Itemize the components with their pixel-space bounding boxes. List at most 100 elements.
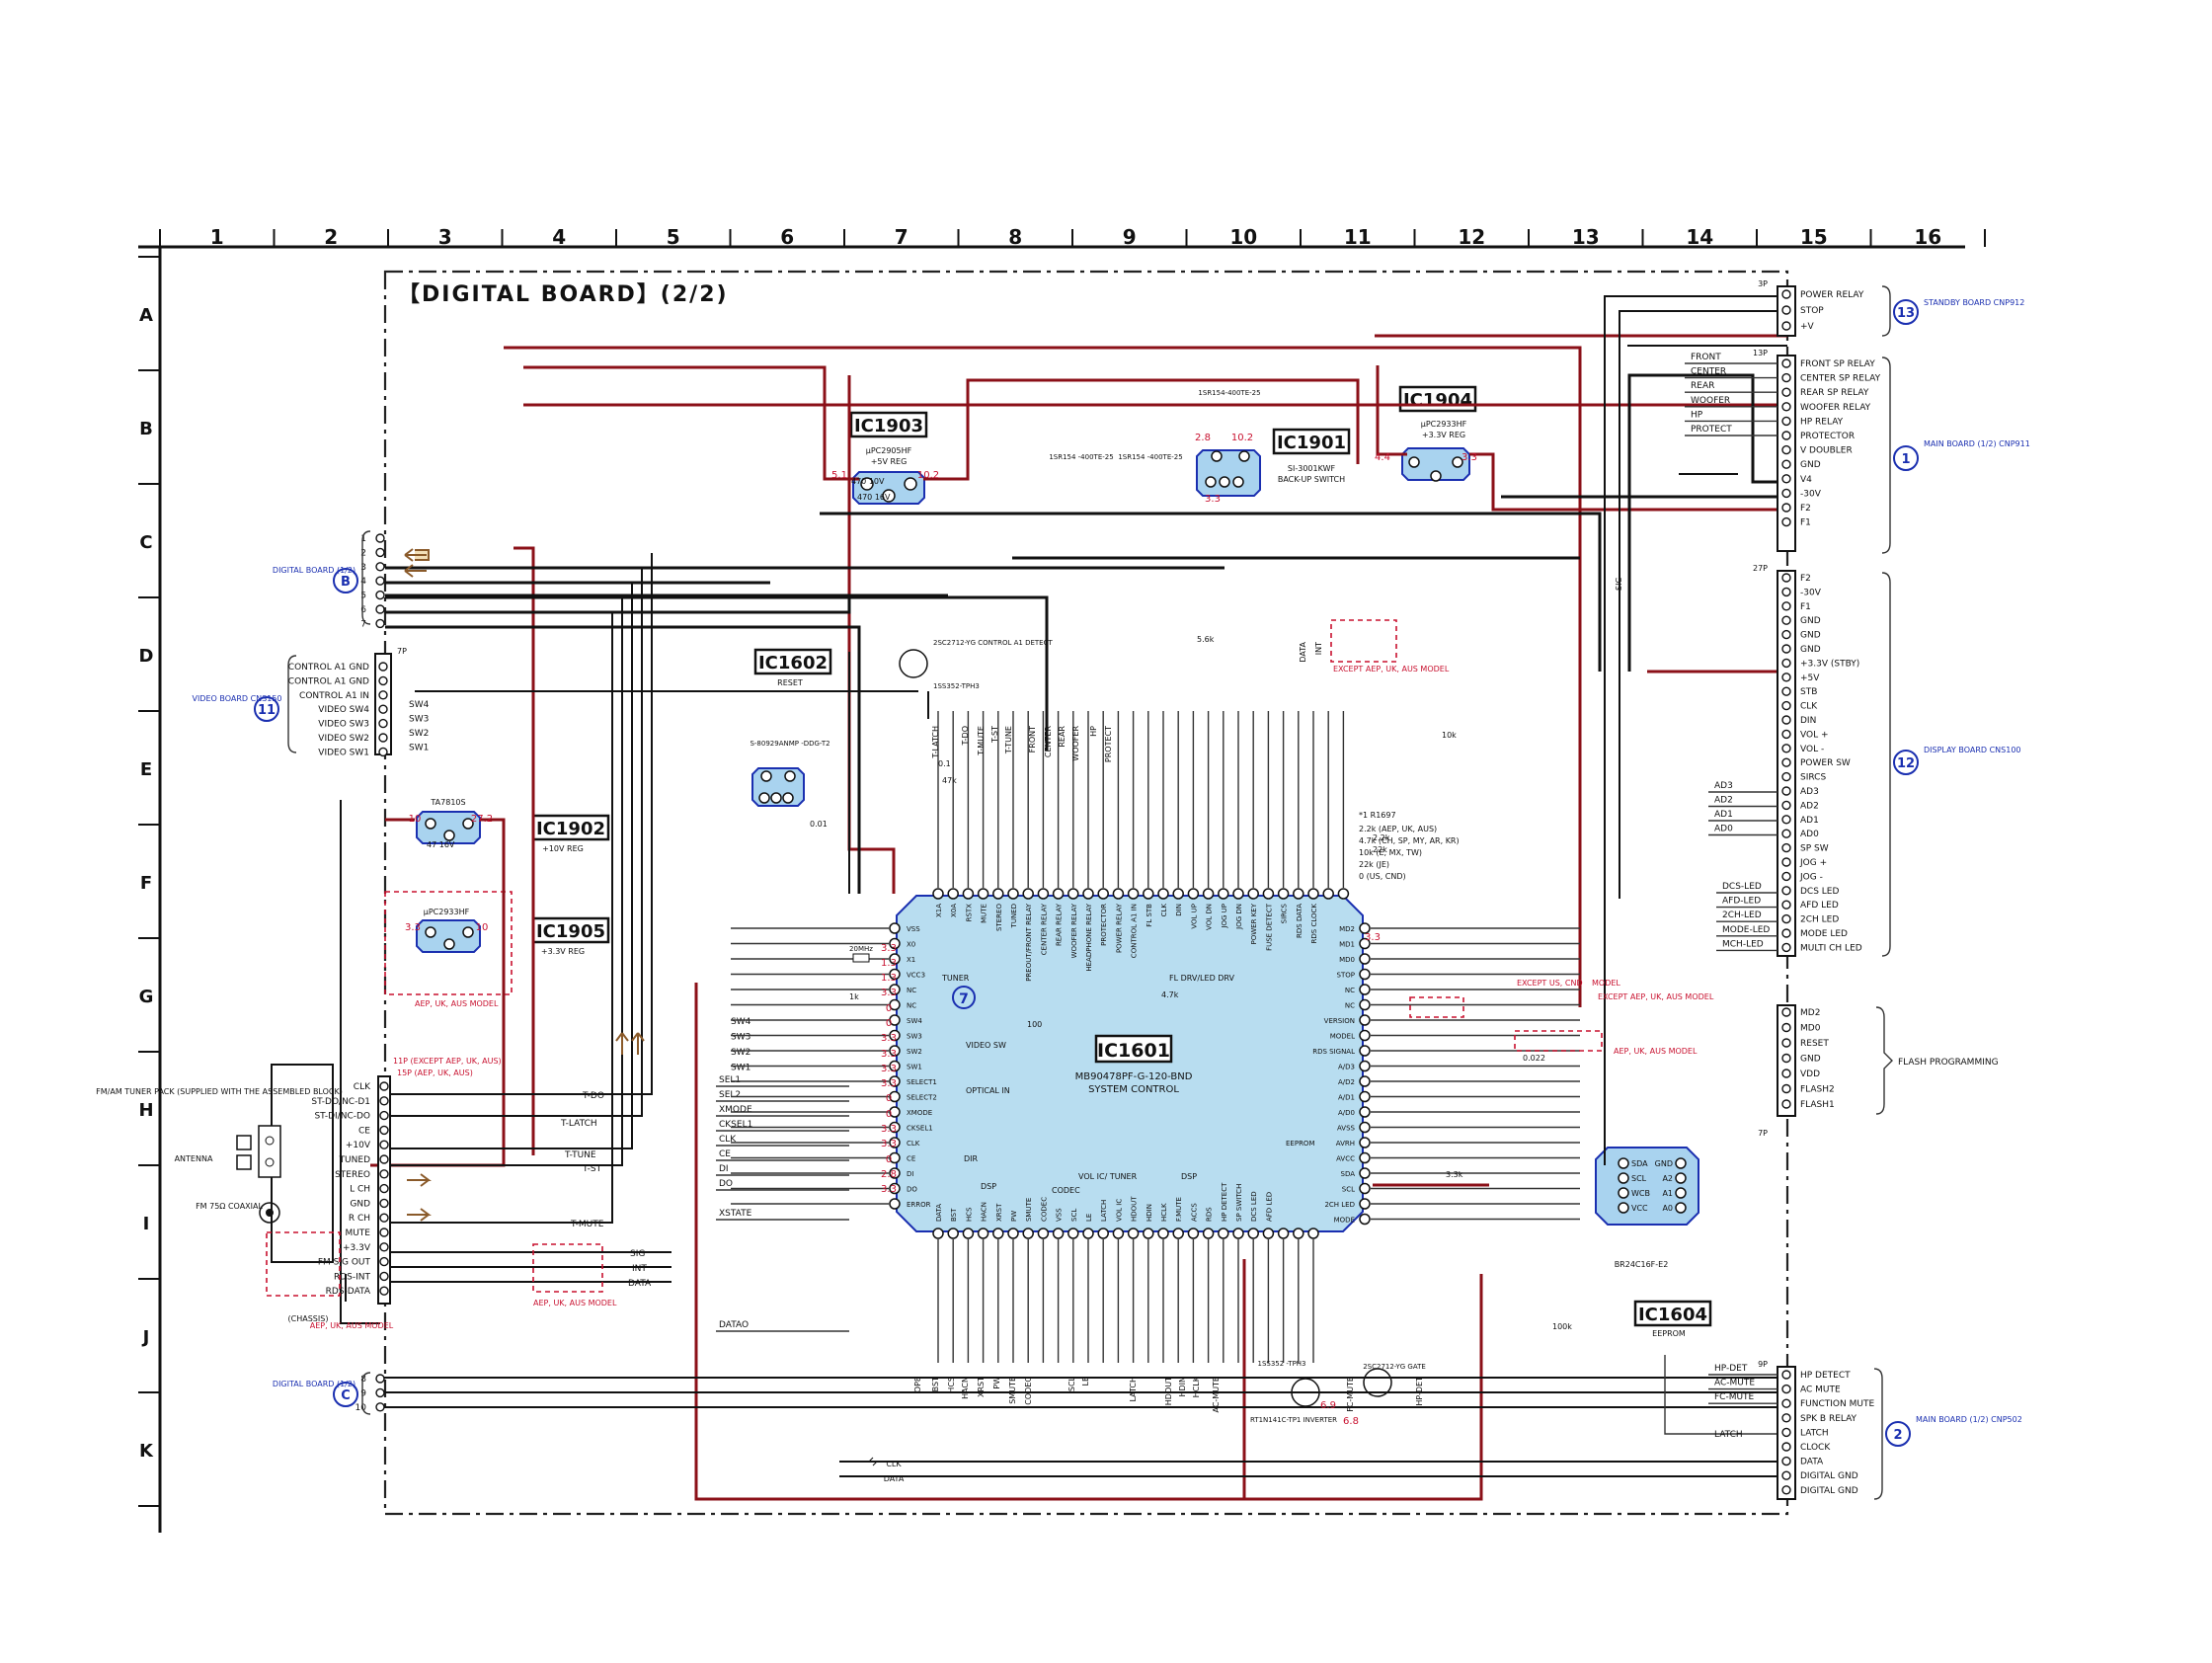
ic1601-pin-bottom: DATA [935,1204,943,1222]
cn-tuner-pin: TUNED [339,1155,371,1165]
cn-main1-pin: F2 [1800,504,1811,514]
ic1601-left-net: XMODE [719,1105,752,1115]
cn-display-pin: +5V [1800,673,1820,683]
ic1601-left-net: DI [719,1164,729,1174]
cn-display-net: AD1 [1714,810,1733,820]
cn-flash-size: 7P [1758,1129,1768,1138]
cn-flash-pin: MD2 [1800,1008,1820,1018]
bottom-net: XRST [977,1377,986,1397]
ic1601-volic-group: VOL IC/ TUNER [1078,1172,1138,1181]
cn-display-pin: MULTI CH LED [1800,943,1862,953]
ic1601-pin-right: AVRH [1336,1140,1355,1148]
voltage-value: 1.3 [881,958,897,969]
ic1901-name: IC1901 [1277,433,1346,453]
cn-tuner-pin: +3.3V [343,1243,371,1253]
cn-display-net: MODE-LED [1722,925,1770,935]
ic1601-pin-bottom: SP SWITCH [1235,1184,1243,1222]
cn-display-net: AD0 [1714,825,1733,834]
ic1601-pin-left: X1 [907,956,915,964]
top-net: T-MUTE [977,726,986,756]
eeprom-pin: VCC [1631,1204,1648,1213]
ic1601-pin-bottom: HDIN [1146,1204,1153,1222]
data-bus: DATA [884,1474,905,1483]
ic1601-pin-left: SW2 [907,1048,922,1056]
voltage-value: 3.3 [881,1124,897,1135]
ic1601-pin-top: DIN [1175,904,1183,916]
column-number: 8 [1008,225,1022,249]
ic1601-pin-right: NC [1345,987,1355,994]
ic1901-part: SI-3001KWF [1288,464,1336,473]
ic1601-pin-bottom: PW [1010,1211,1018,1222]
cn-tuner-pin: ST-DO/NC-D1 [311,1097,370,1107]
bottom-net: SCL [1067,1376,1076,1391]
cn-flash-pin: FLASH1 [1800,1100,1835,1110]
ic1601-pin-top: CONTROL A1 IN [1131,904,1139,958]
cn-main1-label: MAIN BOARD (1/2) CNP911 [1924,439,2030,448]
xtal-label: 20MHz [849,945,873,953]
cn-flash-pin: VDD [1800,1069,1820,1079]
r1697-value: 10k (E, MX, TW) [1359,848,1422,857]
cn-digb-pin: 2 [360,548,366,558]
cn-main1-pin: CENTER SP RELAY [1800,374,1881,384]
top-net: WOOFER [1071,726,1080,761]
ic1602-name: IC1602 [758,653,828,673]
voltage-value: 3.3 [1462,452,1477,463]
cn-main2-pin: AC MUTE [1800,1386,1841,1395]
cn-display-pin: DIN [1800,716,1816,726]
cn-display-pin: AFD LED [1800,901,1839,911]
except-model-note: EXCEPT AEP, UK, AUS MODEL [1333,665,1450,673]
row-letter: C [139,532,152,553]
cn-display-pin: CLK [1800,702,1818,712]
r1697-value: 4.7k (CH, SP, MY, AR, KR) [1359,836,1460,845]
voltage-value: 3.3 [881,988,897,998]
ic1601-pin-top: FUSE DETECT [1265,903,1273,951]
ic1601-pin-left: SW1 [907,1064,922,1071]
top-net: PROTECT [1104,726,1113,762]
row-letter: G [139,987,154,1007]
cn-standby-size: 3P [1758,279,1768,288]
ic1601-pin-left: X0 [907,941,915,949]
ic1601-pin-bottom: HACN [981,1202,988,1222]
ic1601-pin-right: MD0 [1339,956,1355,964]
flash-programming-label: FLASH PROGRAMMING [1898,1058,1999,1068]
ic1601-dir-group: DIR [964,1154,979,1163]
cn-main2-pin: DATA [1800,1458,1824,1467]
ic1601-pin-right: A/D1 [1338,1094,1355,1102]
column-number: 3 [438,225,452,249]
cn-main1-pin: FRONT SP RELAY [1800,359,1875,369]
bottom-net: AC-MUTE [1212,1377,1221,1413]
voltage-value: 3.3 [881,1184,897,1195]
top-net: T-DO [961,726,970,747]
ic1604-name: IC1604 [1638,1305,1707,1325]
tuner-pack: CLKST-DO/NC-D1ST-DI/NC-DOCE+10VTUNEDSTER… [96,1057,652,1330]
aep-note-tuner: AEP, UK, AUS MODEL [533,1299,617,1307]
column-number: 11 [1344,225,1372,249]
voltage-value: 3.3 [881,1033,897,1044]
ic1601-name: IC1601 [1097,1040,1170,1062]
cn-digb-pin: 5 [360,592,366,601]
ic1601-pin-right: MD2 [1339,925,1355,933]
ic1601-pin-top: HEADPHONE RELAY [1085,903,1093,971]
cn-display-pin: F2 [1800,574,1811,584]
cn-display-pin: GND [1800,631,1821,641]
bottom-net: LE [1081,1377,1090,1386]
ic1601-pin-top: FL STB [1146,904,1153,927]
ic1601-pin-top: PREOUT/FRONT RELAY [1025,903,1033,982]
component-value: 0.1 [938,759,951,768]
ic1601-pin-bottom: F.MUTE [1175,1197,1183,1222]
cn-display-pin: 2CH LED [1800,915,1839,925]
cn-main2-pin: CLOCK [1800,1443,1831,1453]
component-value: 1k [849,992,859,1001]
cn-digb-pin: 7 [360,619,366,629]
cn-display-pin: F1 [1800,602,1811,612]
cn-tuner-pin: L CH [350,1185,370,1195]
cn-display-pin: VOL + [1800,730,1829,740]
top-net: DATA [1299,641,1307,662]
cn-main2-size: 9P [1758,1360,1768,1369]
cn-main2-pin: FUNCTION MUTE [1800,1399,1874,1409]
component-value: 5.6k [1197,635,1215,644]
ic1601-pin-right: VERSION [1324,1017,1355,1025]
